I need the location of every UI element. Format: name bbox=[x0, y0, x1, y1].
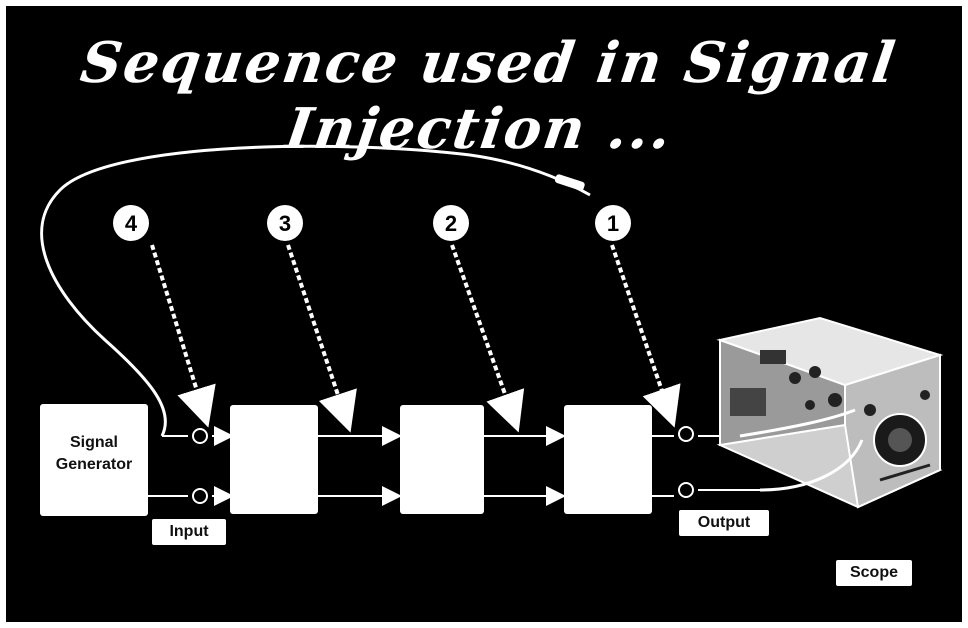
bottom-signal-line bbox=[148, 486, 760, 506]
marker-1: 1 bbox=[595, 205, 631, 241]
input-label: Input bbox=[152, 519, 226, 545]
marker-2: 2 bbox=[433, 205, 469, 241]
stage-block-2 bbox=[400, 405, 484, 514]
marker-4-number: 4 bbox=[125, 211, 138, 236]
probe-cable bbox=[40, 144, 591, 437]
marker-2-number: 2 bbox=[445, 211, 457, 236]
injection-arrow-2 bbox=[450, 244, 525, 433]
scope-lead-top bbox=[739, 408, 856, 438]
injection-arrow-3 bbox=[286, 244, 357, 433]
injection-arrow-1 bbox=[610, 244, 681, 428]
stage-block-1 bbox=[230, 405, 318, 514]
marker-3: 3 bbox=[267, 205, 303, 241]
output-terminal-bottom bbox=[678, 482, 694, 498]
oscilloscope bbox=[716, 316, 944, 509]
scope-lead-bottom bbox=[759, 439, 864, 492]
signal-generator-label: Signal Generator bbox=[55, 434, 133, 473]
marker-4: 4 bbox=[113, 205, 149, 241]
probe-tip bbox=[554, 174, 585, 191]
terminals bbox=[192, 426, 694, 504]
input-terminal-top bbox=[192, 428, 208, 444]
marker-3-number: 3 bbox=[279, 211, 291, 236]
marker-1-number: 1 bbox=[607, 211, 619, 236]
scope-label: Scope bbox=[836, 560, 912, 586]
injection-arrow-4 bbox=[150, 244, 216, 428]
output-terminal-top bbox=[678, 426, 694, 442]
input-terminal-bottom bbox=[192, 488, 208, 504]
stage-block-3 bbox=[564, 405, 652, 514]
output-label: Output bbox=[679, 510, 769, 536]
signal-generator-box: Signal Generator bbox=[40, 404, 148, 516]
